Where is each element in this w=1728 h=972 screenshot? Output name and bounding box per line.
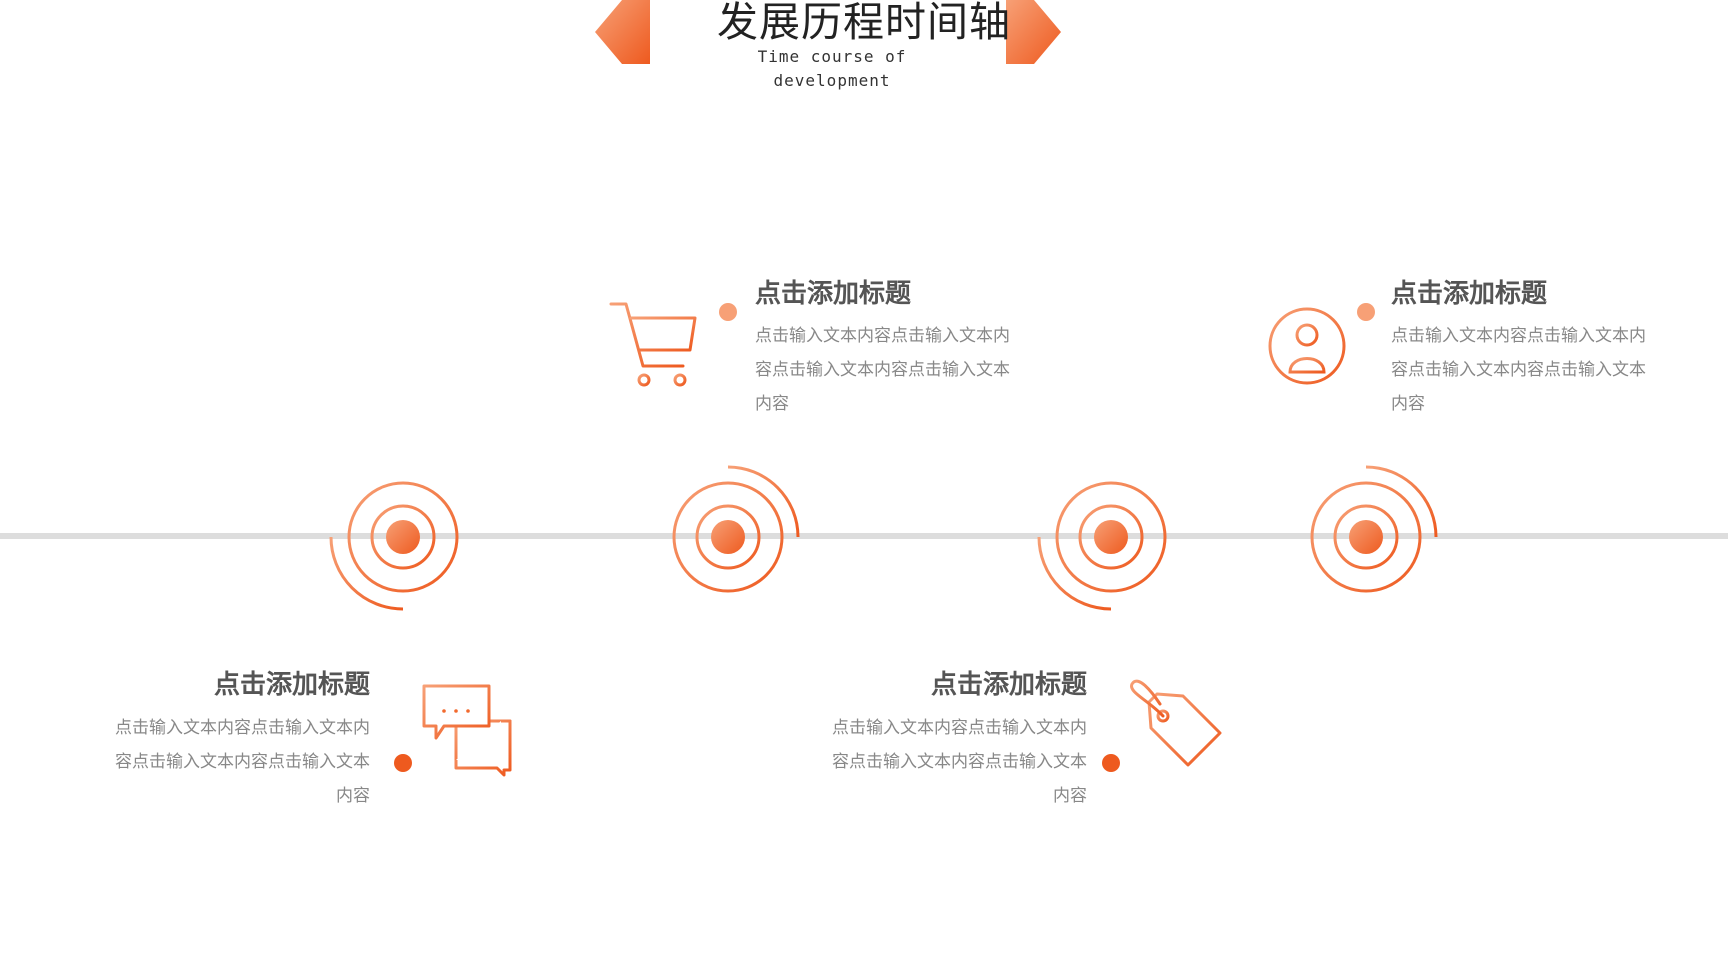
- chat-bubbles-icon: [422, 684, 512, 777]
- page-subtitle-line-2: development: [773, 71, 891, 90]
- event-3-body[interactable]: 点击输入文本内容点击输入文本内容点击输入文本内容点击输入文本内容: [832, 718, 1087, 806]
- event-2-title[interactable]: 点击添加标题: [755, 279, 912, 309]
- timeline-node-1: [329, 481, 459, 772]
- header-right-arrow: [1006, 0, 1061, 64]
- user-target-icon: [1261, 300, 1353, 392]
- shopping-cart-icon: [609, 302, 697, 387]
- page-subtitle-line-1: Time course of: [757, 47, 907, 66]
- event-3-title[interactable]: 点击添加标题: [930, 670, 1087, 700]
- price-tag-icon: [1130, 679, 1222, 767]
- timeline-node-4: [1310, 303, 1438, 593]
- event-2-body[interactable]: 点击输入文本内容点击输入文本内容点击输入文本内容点击输入文本内容: [755, 326, 1010, 414]
- event-1-body[interactable]: 点击输入文本内容点击输入文本内容点击输入文本内容点击输入文本内容: [115, 718, 370, 806]
- event-4-body[interactable]: 点击输入文本内容点击输入文本内容点击输入文本内容点击输入文本内容: [1391, 326, 1646, 414]
- timeline-node-2: [672, 303, 800, 593]
- event-1-title[interactable]: 点击添加标题: [213, 670, 370, 700]
- page-subtitle: Time course of development: [700, 45, 964, 93]
- timeline-node-3: [1037, 481, 1167, 772]
- header-left-arrow: [595, 0, 650, 64]
- timeline-axis: [0, 533, 1728, 539]
- event-4-title[interactable]: 点击添加标题: [1391, 279, 1548, 309]
- page-title: 发展历程时间轴: [717, 0, 1011, 46]
